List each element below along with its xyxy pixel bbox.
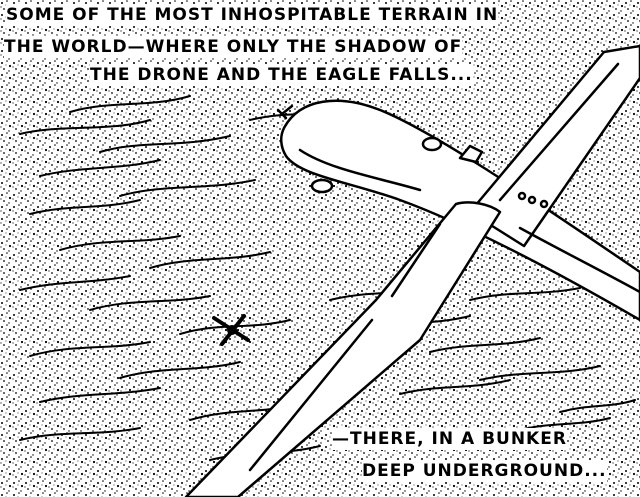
caption-top-line-2: THE WORLD—WHERE ONLY THE SHADOW OF (4, 36, 463, 58)
caption-bottom-line-1: —THERE, IN A BUNKER (332, 428, 567, 450)
eagle-icon (212, 314, 250, 346)
drone-illustration (184, 44, 640, 497)
caption-top-line-3: THE DRONE AND THE EAGLE FALLS... (90, 64, 473, 86)
drone-wing-lower (184, 201, 502, 497)
caption-bottom-line-2: DEEP UNDERGROUND... (362, 460, 607, 482)
caption-top-line-1: SOME OF THE MOST INHOSPITABLE TERRAIN IN (6, 4, 499, 26)
drone-wing-upper (468, 44, 640, 248)
